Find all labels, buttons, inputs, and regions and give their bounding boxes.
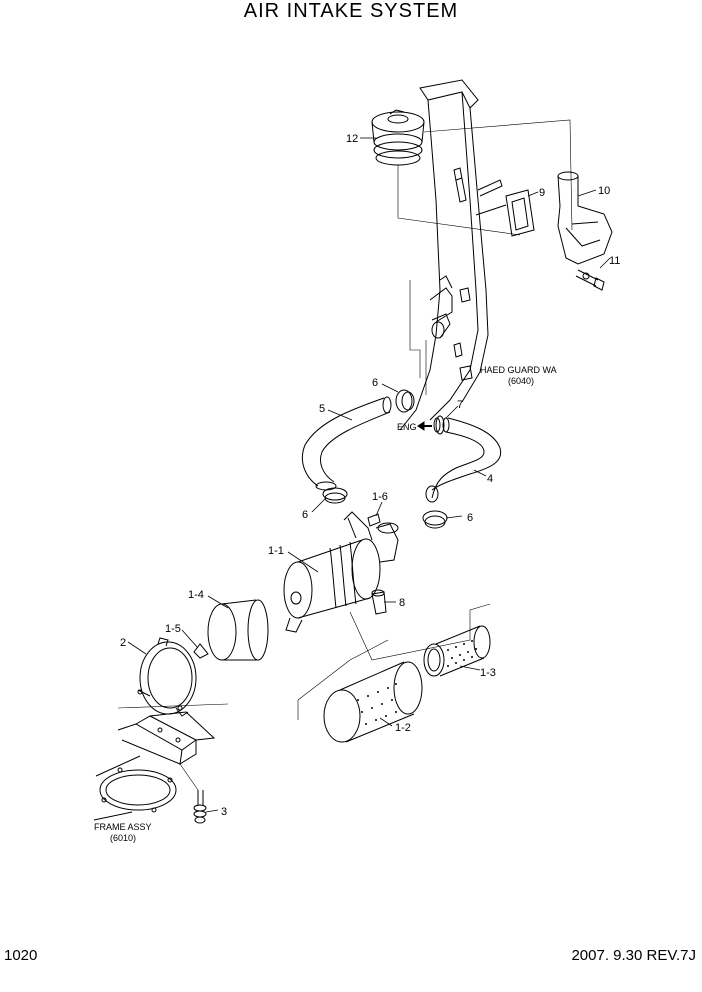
head-guard-frame <box>399 79 507 431</box>
revision-date: 2007. 9.30 REV.7J <box>571 947 696 964</box>
precleaner-cap <box>371 109 425 166</box>
mounting-bracket <box>117 711 216 765</box>
air-cleaner-body <box>283 511 399 633</box>
callout-11: 11 <box>609 255 620 267</box>
leader-lines <box>127 137 611 813</box>
eng-label: ENG <box>397 422 417 432</box>
callout-4: 4 <box>487 473 493 485</box>
callout-labels: 12 9 10 11 6 7 5 4 1-6 6 6 1-1 1-4 8 1-5… <box>120 133 620 818</box>
callout-12: 12 <box>346 133 358 145</box>
callout-6-upper: 6 <box>372 377 378 389</box>
gasket <box>505 189 535 237</box>
safety-element <box>423 625 491 677</box>
callout-8: 8 <box>399 597 405 609</box>
page-title: AIR INTAKE SYSTEM <box>243 0 459 22</box>
vacuator-element <box>193 643 209 659</box>
callout-5: 5 <box>319 403 325 415</box>
clamp-engine-side <box>433 415 445 435</box>
upper-hose <box>301 396 392 491</box>
callout-9: 9 <box>539 187 545 199</box>
vacuator-valve <box>371 589 387 615</box>
reference-labels: ENG HAED GUARD WA (6040) FRAME ASSY (601… <box>94 365 557 843</box>
callout-1-3: 1-3 <box>480 667 496 679</box>
callout-7: 7 <box>457 399 463 411</box>
frame-assy-ref: (6010) <box>110 833 136 843</box>
callout-1-6: 1-6 <box>372 491 388 503</box>
callout-6-left: 6 <box>302 509 308 521</box>
primary-element <box>323 661 423 743</box>
engine-direction-arrow <box>417 421 432 431</box>
callout-1-2: 1-2 <box>395 722 411 734</box>
frame-assy-label: FRAME ASSY <box>94 822 152 832</box>
clamp-upper <box>395 389 415 413</box>
inlet-duct <box>557 171 613 265</box>
callout-1-4: 1-4 <box>188 589 204 601</box>
callout-1-1: 1-1 <box>268 545 284 557</box>
head-guard-ref: (6040) <box>508 376 534 386</box>
callout-6-right: 6 <box>467 512 473 524</box>
bolt <box>575 269 605 291</box>
callout-10: 10 <box>598 185 610 197</box>
reference-lines <box>117 119 573 720</box>
callout-1-5: 1-5 <box>165 623 181 635</box>
mounting-bolt <box>179 763 207 824</box>
head-guard-label: HAED GUARD WA <box>480 365 557 375</box>
clamp-hose-end <box>322 487 348 504</box>
mounting-band <box>137 637 197 717</box>
callout-2: 2 <box>120 637 126 649</box>
page-number: 1020 <box>4 947 38 964</box>
frame-outline <box>93 755 177 821</box>
cleaner-cover <box>207 599 269 661</box>
clamp-cleaner-outlet <box>422 510 448 529</box>
callout-3: 3 <box>221 806 227 818</box>
